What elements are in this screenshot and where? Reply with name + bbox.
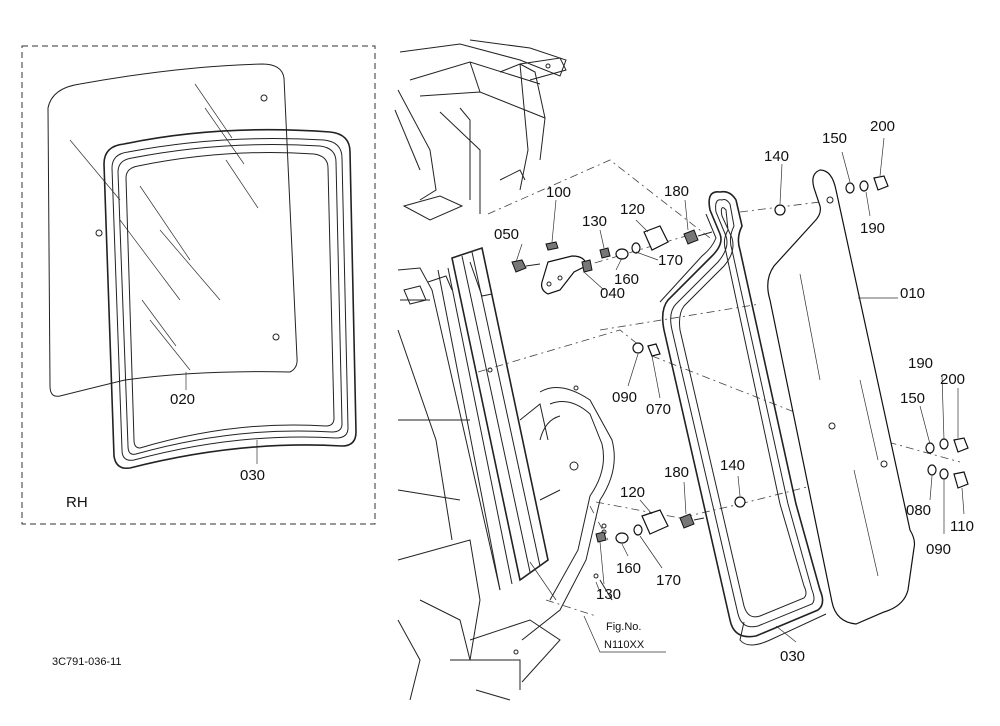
- label-150-lower: 150: [900, 390, 925, 407]
- washer-170-lower: [633, 524, 643, 536]
- label-130-upper: 130: [582, 213, 607, 230]
- label-160-upper: 160: [614, 271, 639, 288]
- label-040: 040: [600, 285, 625, 302]
- bolt-180-lower: [679, 513, 695, 529]
- washer-190-lower: [939, 438, 949, 450]
- label-080: 080: [906, 502, 931, 519]
- inset-border: [21, 45, 376, 525]
- label-090-lower: 090: [926, 541, 951, 558]
- label-130-lower: 130: [596, 586, 621, 603]
- nut-200-upper: [873, 175, 889, 191]
- glass-010: [767, 169, 916, 625]
- screw-100: [545, 241, 559, 251]
- bushing-160-lower: [615, 532, 629, 544]
- washer-080: [927, 464, 937, 476]
- label-140-lower: 140: [720, 457, 745, 474]
- label-050: 050: [494, 226, 519, 243]
- label-010: 010: [900, 285, 925, 302]
- label-200-upper: 200: [870, 118, 895, 135]
- washer-090-lower: [939, 468, 949, 480]
- label-200-lower: 200: [940, 371, 965, 388]
- washer-150-lower: [925, 442, 935, 454]
- label-110: 110: [950, 518, 974, 535]
- label-090-mid: 090: [612, 389, 637, 406]
- inset-label-030: 030: [240, 467, 265, 484]
- label-100: 100: [546, 184, 571, 201]
- part-labels: 100 180 140 150 200 190 130 120 050 170 …: [494, 118, 974, 665]
- cab-frame: [394, 39, 615, 701]
- bolt-130-lower: [595, 531, 607, 543]
- grommet-140-upper: [774, 204, 786, 216]
- inset-seal-030: [103, 128, 357, 470]
- block-120-upper: [643, 225, 669, 251]
- fig-ref-line2: N110XX: [604, 639, 645, 651]
- label-180-lower: 180: [664, 464, 689, 481]
- hardware: [511, 175, 969, 544]
- label-170-upper: 170: [658, 252, 683, 269]
- label-140-upper: 140: [764, 148, 789, 165]
- hinge-040: [541, 255, 593, 295]
- label-120-upper: 120: [620, 201, 645, 218]
- leader-lines: [515, 137, 965, 643]
- label-070: 070: [646, 401, 671, 418]
- bolt-180-upper: [683, 229, 699, 245]
- seal-030: [659, 190, 827, 646]
- inset-title: RH: [66, 494, 88, 511]
- label-190-upper: 190: [860, 220, 885, 237]
- label-180-upper: 180: [664, 183, 689, 200]
- inset-label-020: 020: [170, 391, 195, 408]
- bolt-130-upper: [599, 247, 611, 259]
- inset-glass-020: [47, 63, 298, 397]
- label-160-lower: 160: [616, 560, 641, 577]
- fig-ref-line1: Fig.No.: [606, 621, 641, 633]
- washer-090-mid: [632, 342, 644, 354]
- label-030: 030: [780, 648, 805, 665]
- bolt-050: [511, 259, 527, 273]
- grommet-140-lower: [734, 496, 746, 508]
- label-120-lower: 120: [620, 484, 645, 501]
- inset-rh-panel: 020 030 RH: [21, 45, 376, 525]
- label-190-lower: 190: [908, 355, 933, 372]
- label-150-upper: 150: [822, 130, 847, 147]
- washer-190-upper: [859, 180, 869, 192]
- drawing-number: 3C791-036-11: [52, 656, 122, 668]
- washer-170-upper: [631, 242, 641, 254]
- fig-reference: Fig.No. N110XX: [583, 615, 666, 653]
- nut-070-mid: [647, 343, 661, 357]
- nut-200-lower: [953, 437, 969, 453]
- label-170-lower: 170: [656, 572, 681, 589]
- block-120-lower: [641, 509, 669, 535]
- washer-150-upper: [845, 182, 855, 194]
- bushing-160-upper: [615, 248, 629, 260]
- nut-110: [953, 471, 969, 489]
